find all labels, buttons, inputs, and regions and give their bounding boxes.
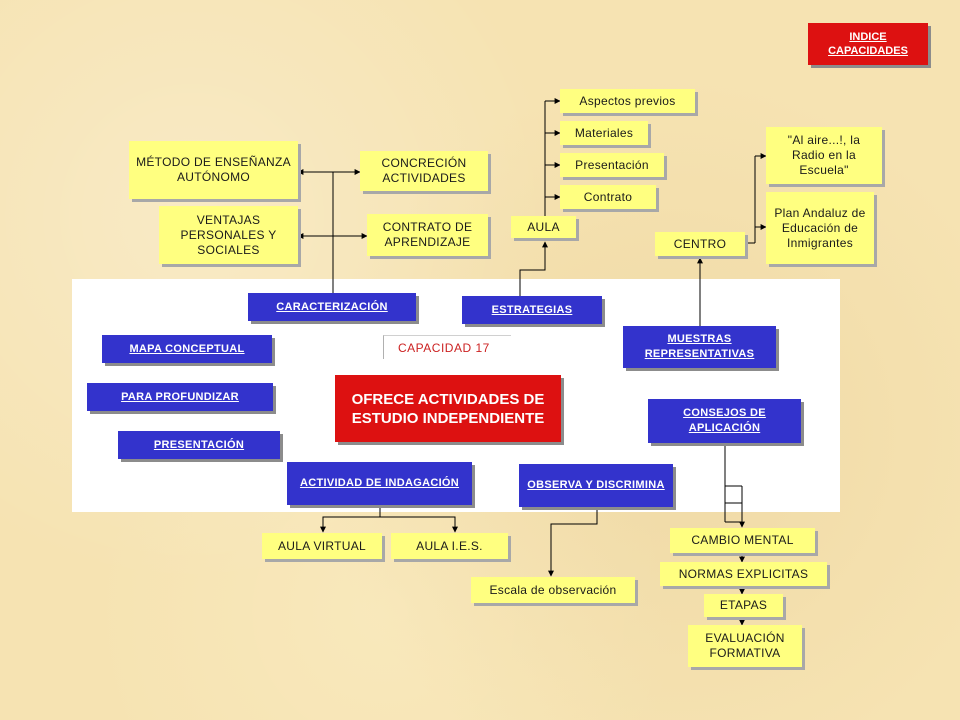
- etapas-node: ETAPAS: [704, 594, 783, 617]
- aula-virtual-node: AULA VIRTUAL: [262, 533, 382, 559]
- presentacion-node: Presentación: [560, 153, 664, 177]
- escala-observacion-node: Escala de observación: [471, 577, 635, 603]
- ventajas-node: VENTAJAS PERSONALES Y SOCIALES: [159, 206, 298, 264]
- capacity-label: CAPACIDAD 17: [383, 335, 511, 359]
- main-topic: OFRECE ACTIVIDADES DE ESTUDIO INDEPENDIE…: [335, 375, 561, 442]
- metodo-ensenanza-node: MÉTODO DE ENSEÑANZA AUTÓNOMO: [129, 141, 298, 199]
- caracterizacion-link[interactable]: CARACTERIZACIÓN: [248, 293, 416, 321]
- centro-node: CENTRO: [655, 232, 745, 256]
- actividad-indagacion-link[interactable]: ACTIVIDAD DE INDAGACIÓN: [287, 462, 472, 505]
- estrategias-link[interactable]: ESTRATEGIAS: [462, 296, 602, 324]
- al-aire-node: "Al aire...!, la Radio en la Escuela": [766, 127, 882, 184]
- muestras-representativas-link[interactable]: MUESTRAS REPRESENTATIVAS: [623, 326, 776, 368]
- normas-explicitas-node: NORMAS EXPLICITAS: [660, 562, 827, 586]
- presentacion-link[interactable]: PRESENTACIÓN: [118, 431, 280, 459]
- para-profundizar-link[interactable]: PARA PROFUNDIZAR: [87, 383, 273, 411]
- aula-ies-node: AULA I.E.S.: [391, 533, 508, 559]
- aula-node: AULA: [511, 216, 576, 238]
- consejos-aplicacion-link[interactable]: CONSEJOS DE APLICACIÓN: [648, 399, 801, 443]
- contrato-aprendizaje-node: CONTRATO DE APRENDIZAJE: [367, 214, 488, 256]
- materiales-node: Materiales: [560, 121, 648, 145]
- contrato-node: Contrato: [560, 185, 656, 209]
- mapa-conceptual-link[interactable]: MAPA CONCEPTUAL: [102, 335, 272, 363]
- concrecion-actividades-node: CONCRECIÓN ACTIVIDADES: [360, 151, 488, 191]
- observa-discrimina-link[interactable]: OBSERVA Y DISCRIMINA: [519, 464, 673, 507]
- aspectos-previos-node: Aspectos previos: [560, 89, 695, 113]
- indice-capacidades-button[interactable]: INDICE CAPACIDADES: [808, 23, 928, 65]
- plan-andaluz-node: Plan Andaluz de Educación de Inmigrantes: [766, 192, 874, 264]
- cambio-mental-node: CAMBIO MENTAL: [670, 528, 815, 553]
- evaluacion-formativa-node: EVALUACIÓN FORMATIVA: [688, 625, 802, 667]
